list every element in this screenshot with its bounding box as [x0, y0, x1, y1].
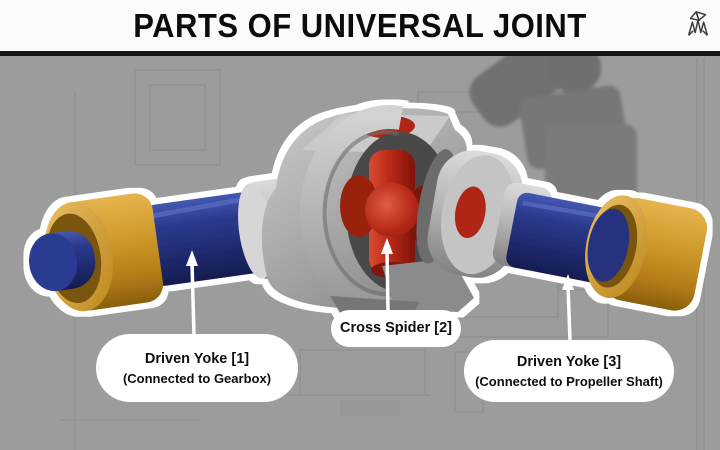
label-driven-yoke-1: Driven Yoke [1] (Connected to Gearbox)	[96, 334, 298, 402]
label-driven-yoke-1-subtitle: (Connected to Gearbox)	[122, 370, 272, 386]
joint-assembly	[28, 105, 708, 321]
page-title: PARTS OF UNIVERSAL JOINT	[133, 6, 587, 44]
driven-yoke-3-shaft	[492, 182, 708, 311]
yoke-housing	[238, 105, 474, 321]
leader-arrow-cross-spider	[381, 238, 393, 313]
header-bar: PARTS OF UNIVERSAL JOINT	[0, 0, 720, 56]
side-bearing-cap	[454, 186, 486, 239]
label-driven-yoke-3-title: Driven Yoke [3]	[516, 354, 622, 370]
label-driven-yoke-1-title: Driven Yoke [1]	[144, 351, 250, 367]
leader-arrow-driven-yoke-1	[186, 250, 198, 337]
label-cross-spider: Cross Spider [2]	[331, 310, 461, 347]
label-driven-yoke-3: Driven Yoke [3] (Connected to Propeller …	[464, 340, 674, 402]
leader-arrows	[186, 238, 574, 341]
right-yoke-ear	[416, 149, 523, 278]
leader-arrow-driven-yoke-3	[562, 274, 574, 341]
label-cross-spider-title: Cross Spider [2]	[340, 319, 452, 336]
label-driven-yoke-3-subtitle: (Connected to Propeller Shaft)	[475, 373, 663, 389]
brand-logo-icon	[687, 11, 709, 36]
